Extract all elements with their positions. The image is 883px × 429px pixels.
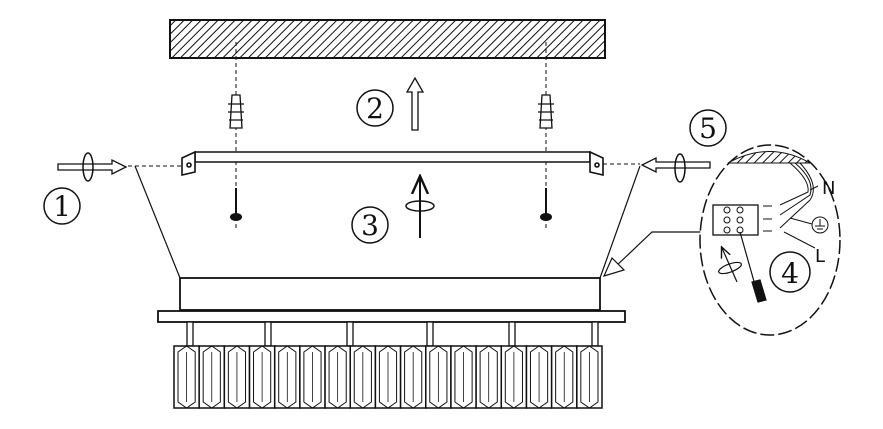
lamp-base [179,277,601,311]
terminal-block [712,204,759,236]
step-1: 1 [43,152,182,225]
step-number: 4 [781,257,799,290]
crystal [324,345,351,409]
crystal-row [173,345,603,409]
crystal-post [186,321,194,347]
crystal [525,345,553,409]
lamp-canopy-outline [134,165,641,279]
crystal [425,345,452,409]
step-number: 1 [53,190,71,223]
crystal [299,345,326,409]
arrow-right-icon [57,158,128,176]
crystal-post [508,321,516,347]
crystal [248,345,276,409]
crystal [223,345,251,409]
live-label: L [815,246,825,267]
step-number: 5 [699,112,717,145]
mounting-bracket [181,150,604,177]
step-number: 3 [361,209,379,242]
crystal-posts [186,321,599,347]
crystal-post [346,321,354,347]
arrow-left-icon [640,156,711,174]
detail-pointer [602,231,703,277]
ground-icon [811,216,829,234]
screwdriver-icon [739,231,767,303]
crystal-post [591,321,599,347]
drill-guide-lines [235,42,547,230]
wiring-detail-inset: N L 4 [699,144,841,336]
step-number: 2 [366,92,384,125]
neutral-label: N [822,178,835,199]
lamp-plate [157,310,626,323]
screw-icon [230,188,552,221]
rotate-icon [674,153,686,183]
rotate-icon [405,200,435,212]
crystal [500,345,528,409]
ceiling-section [727,151,812,164]
rotate-icon [82,152,94,182]
crystal [576,345,603,409]
wall-plug-icon [228,94,554,129]
crystal [374,345,402,409]
crystal [173,345,200,409]
rotate-arrow-icon [718,248,742,283]
crystal [273,345,301,409]
crystal [450,345,477,409]
ceiling [169,19,606,59]
step-3: 3 [351,178,435,244]
wires [779,162,819,249]
step-5: 5 [603,109,727,183]
crystal [198,345,226,409]
crystal-post [426,321,434,347]
step-2: 2 [356,76,425,131]
crystal [475,345,503,409]
crystal [550,345,578,409]
crystal [399,345,427,409]
arrow-up-icon [405,76,425,131]
crystal-post [264,321,272,347]
crystal [349,345,377,409]
